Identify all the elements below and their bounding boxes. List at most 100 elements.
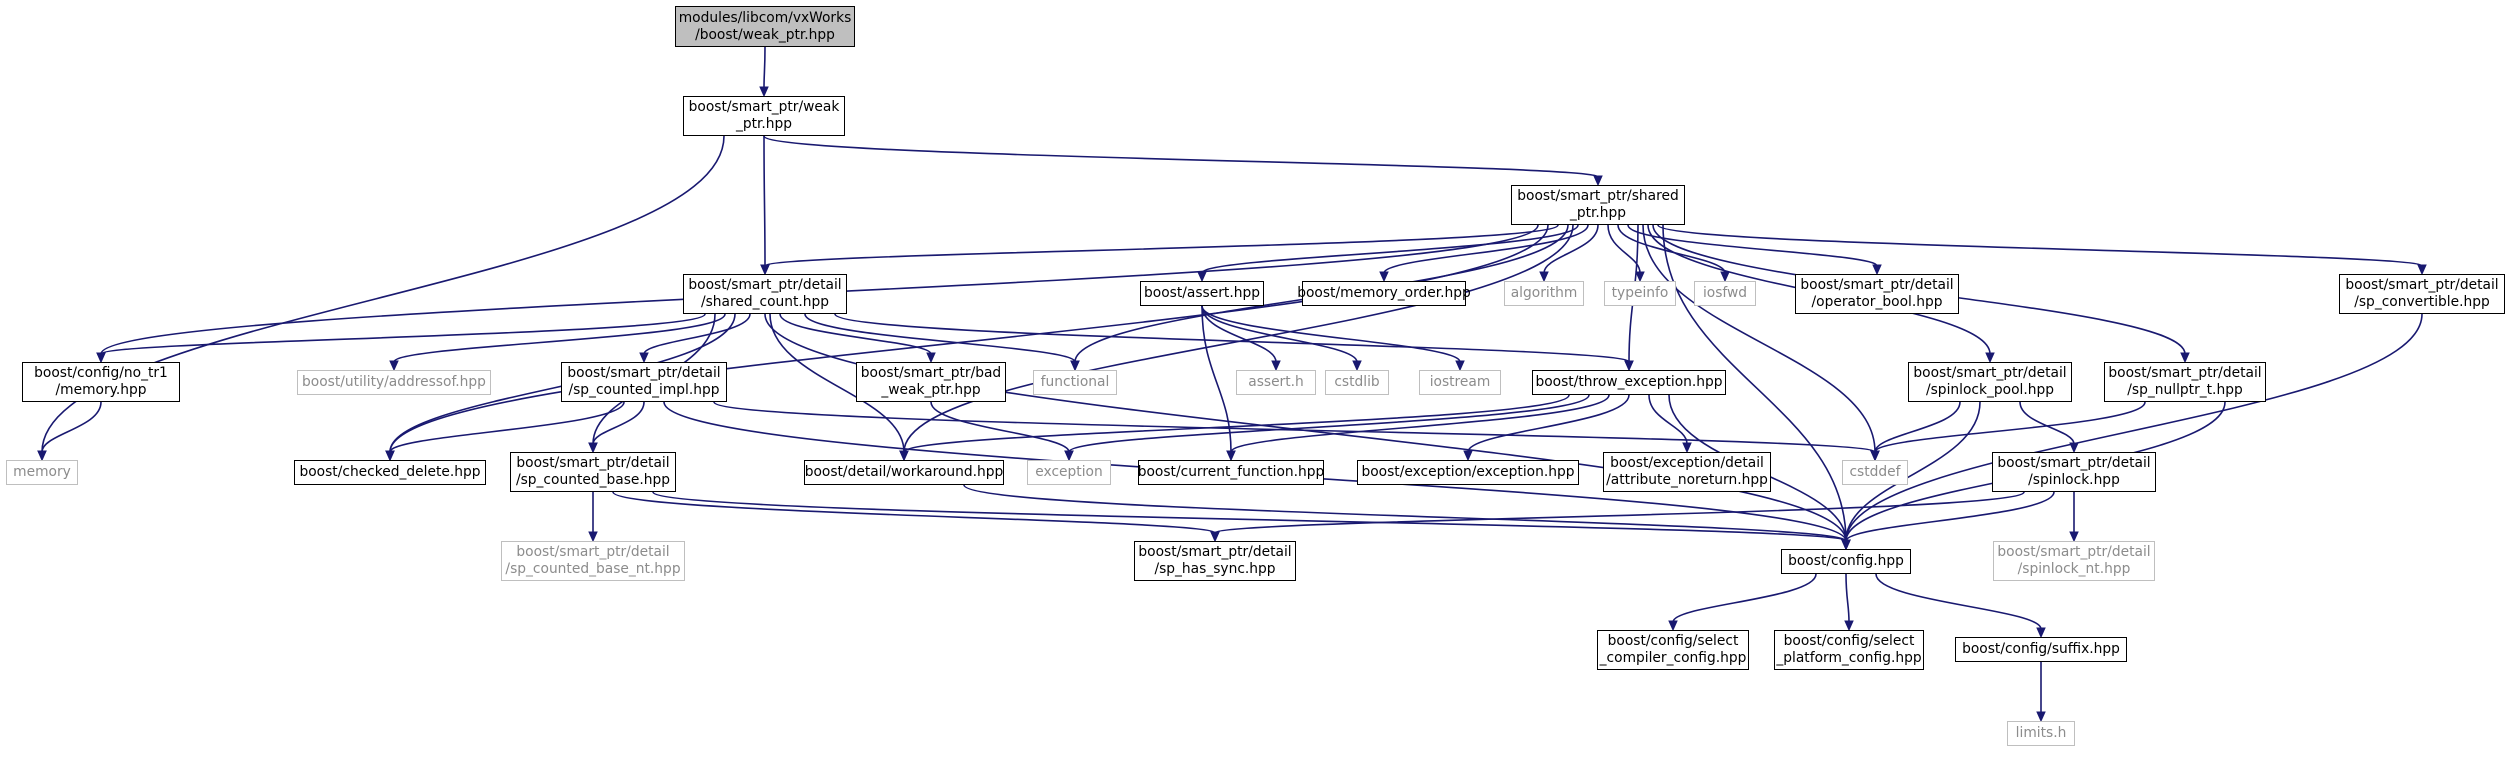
- node-spinlock[interactable]: boost/smart_ptr/detail /spinlock.hpp: [1992, 452, 2156, 492]
- dependency-arrowhead: [1870, 450, 1880, 462]
- node-sp-has-sync[interactable]: boost/smart_ptr/detail /sp_has_sync.hpp: [1134, 541, 1296, 581]
- dependency-arrowhead: [759, 86, 769, 98]
- dependency-edge: [1467, 394, 1630, 453]
- dependency-arrowhead: [2417, 264, 2427, 276]
- dependency-arrowhead: [1463, 450, 1473, 462]
- dependency-edge: [1201, 305, 1232, 453]
- dependency-arrowhead: [1455, 360, 1465, 372]
- dependency-arrowhead: [639, 352, 649, 364]
- node-sp-counted-base[interactable]: boost/smart_ptr/detail /sp_counted_base.…: [510, 452, 676, 492]
- dependency-edge: [769, 313, 905, 453]
- dependency-arrowhead: [588, 442, 598, 454]
- node-config-no-tr1-memory[interactable]: boost/config/no_tr1 /memory.hpp: [22, 362, 180, 402]
- dependency-edge: [1201, 305, 1461, 363]
- node-select-platform-config[interactable]: boost/config/select _platform_config.hpp: [1774, 630, 1924, 670]
- node-iosfwd: iosfwd: [1694, 281, 1756, 306]
- node-attribute-noreturn[interactable]: boost/exception/detail /attribute_noretu…: [1603, 452, 1771, 492]
- dependency-edge: [804, 313, 1076, 363]
- dependency-arrowhead: [1210, 531, 1220, 543]
- node-spinlock-pool[interactable]: boost/smart_ptr/detail /spinlock_pool.hp…: [1908, 362, 2072, 402]
- dependency-arrowhead: [1064, 450, 1074, 462]
- dependency-edge: [41, 135, 725, 453]
- dependency-edge: [834, 313, 1630, 363]
- dependency-arrowhead: [2180, 352, 2190, 364]
- dependency-edge: [652, 491, 1847, 542]
- node-sp-nullptr-t[interactable]: boost/smart_ptr/detail /sp_nullptr_t.hpp: [2104, 362, 2266, 402]
- node-sp-counted-base-nt: boost/smart_ptr/detail /sp_counted_base_…: [501, 541, 685, 581]
- dependency-edge: [1068, 394, 1590, 453]
- dependency-edge: [764, 224, 1559, 267]
- node-utility-addressof: boost/utility/addressof.hpp: [297, 370, 491, 395]
- node-typeinfo: typeinfo: [1604, 281, 1676, 306]
- node-checked-delete[interactable]: boost/checked_delete.hpp: [294, 460, 486, 485]
- dependency-edge: [1874, 401, 2146, 453]
- dependency-edge: [393, 313, 726, 363]
- dependency-edge: [1657, 224, 2423, 267]
- dependency-arrowhead: [1226, 450, 1236, 462]
- node-cstdlib: cstdlib: [1325, 370, 1389, 395]
- dependency-arrowhead: [2069, 531, 2079, 543]
- dependency-arrowhead: [1624, 360, 1634, 372]
- dependency-edge: [1648, 394, 1688, 445]
- dependency-arrowhead: [1070, 360, 1080, 372]
- dependency-edge: [1845, 491, 2055, 542]
- dependency-edge: [389, 401, 625, 453]
- dependency-edge: [1214, 491, 2025, 534]
- dependency-arrowhead: [1841, 539, 1851, 551]
- node-throw-exception[interactable]: boost/throw_exception.hpp: [1532, 370, 1726, 395]
- node-config-suffix[interactable]: boost/config/suffix.hpp: [1955, 637, 2127, 662]
- dependency-edge: [643, 313, 751, 355]
- dependency-edge: [100, 313, 706, 355]
- dependency-edge: [592, 401, 645, 445]
- node-current-function[interactable]: boost/current_function.hpp: [1138, 460, 1324, 485]
- dependency-edge: [1875, 573, 2042, 630]
- dependency-edge: [763, 46, 766, 89]
- dependency-arrowhead: [1593, 175, 1603, 187]
- dependency-edge: [389, 224, 1549, 453]
- node-functional: functional: [1033, 370, 1117, 395]
- dependency-arrowhead: [1635, 271, 1645, 283]
- dependency-edge: [903, 224, 1574, 453]
- node-sp-counted-impl[interactable]: boost/smart_ptr/detail /sp_counted_impl.…: [561, 362, 727, 402]
- node-exception: exception: [1027, 460, 1111, 485]
- node-exception-exception[interactable]: boost/exception/exception.hpp: [1357, 460, 1579, 485]
- dependency-arrowhead: [1271, 360, 1281, 372]
- node-sp-convertible[interactable]: boost/smart_ptr/detail /sp_convertible.h…: [2339, 274, 2505, 314]
- dependency-arrowhead: [1872, 264, 1882, 276]
- dependency-edge: [713, 401, 1876, 453]
- node-shared-count[interactable]: boost/smart_ptr/detail /shared_count.hpp: [683, 274, 847, 314]
- node-select-compiler-config[interactable]: boost/config/select _compiler_config.hpp: [1597, 630, 1749, 670]
- dependency-edge: [1201, 305, 1358, 363]
- dependency-arrowhead: [1844, 620, 1854, 632]
- dependency-arrowhead: [926, 352, 936, 364]
- node-bad-weak-ptr[interactable]: boost/smart_ptr/bad _weak_ptr.hpp: [856, 362, 1006, 402]
- dependency-edge: [1662, 224, 1847, 542]
- node-spinlock-nt: boost/smart_ptr/detail /spinlock_nt.hpp: [1993, 541, 2155, 581]
- node-operator-bool[interactable]: boost/smart_ptr/detail /operator_bool.hp…: [1795, 274, 1959, 314]
- dependency-arrowhead: [1539, 271, 1549, 283]
- dependency-edge: [763, 135, 766, 267]
- dependency-arrowhead: [1668, 620, 1678, 632]
- dependency-edge: [1874, 401, 1961, 453]
- node-memory-order[interactable]: boost/memory_order.hpp: [1297, 281, 1471, 306]
- dependency-arrowhead: [385, 450, 395, 462]
- node-algorithm: algorithm: [1504, 281, 1584, 306]
- dependency-arrowhead: [760, 264, 770, 276]
- node-cstddef: cstddef: [1842, 460, 1908, 485]
- node-memory: memory: [6, 460, 78, 485]
- dependency-edge: [1642, 224, 1876, 453]
- node-boost-assert[interactable]: boost/assert.hpp: [1140, 281, 1264, 306]
- node-smart-ptr-weak-ptr[interactable]: boost/smart_ptr/weak _ptr.hpp: [683, 96, 845, 136]
- dependency-edge: [1845, 401, 1981, 542]
- dependency-edge: [1201, 305, 1277, 363]
- node-boost-config[interactable]: boost/config.hpp: [1781, 549, 1911, 574]
- node-smart-ptr-shared-ptr[interactable]: boost/smart_ptr/shared _ptr.hpp: [1511, 185, 1685, 225]
- dependency-edge: [1230, 394, 1610, 453]
- dependency-edge: [930, 401, 1070, 453]
- dependency-edge: [1845, 313, 2423, 542]
- dependency-arrowhead: [1352, 360, 1362, 372]
- dependency-edge: [963, 484, 1847, 542]
- dependency-edge: [1627, 224, 1878, 267]
- node-detail-workaround[interactable]: boost/detail/workaround.hpp: [804, 460, 1004, 485]
